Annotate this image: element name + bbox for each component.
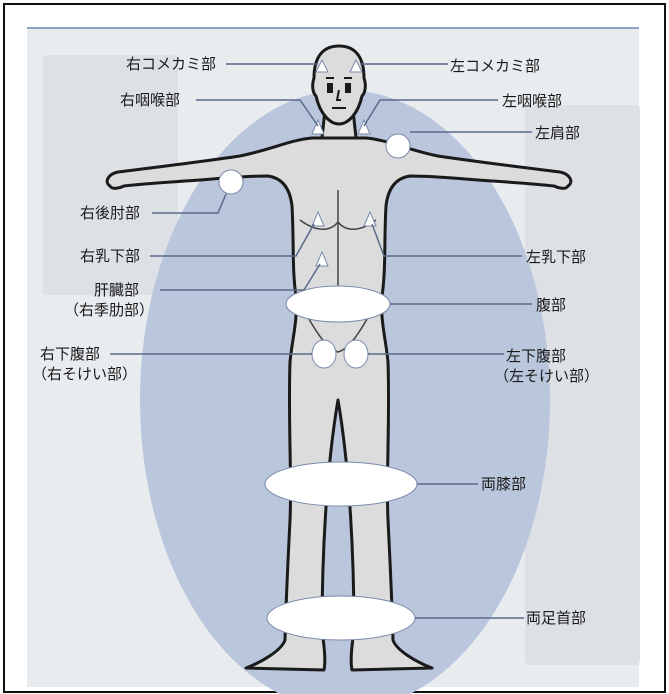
label-right-throat: 右咽喉部 [120, 90, 180, 110]
abdomen-marker [286, 286, 390, 322]
label-left-temple: 左コメカミ部 [450, 56, 540, 76]
label-abdomen: 腹部 [536, 295, 566, 315]
left-eye [346, 84, 350, 92]
label-right-lower-abdomen: 右下腹部 （右そけい部） [40, 344, 137, 384]
label-left-throat: 左咽喉部 [502, 91, 562, 111]
label-right-under-breast: 右乳下部 [80, 246, 140, 266]
right-lower-abdomen-marker [312, 340, 336, 368]
label-left-shoulder: 左肩部 [535, 123, 580, 143]
label-liver-main: 肝臓部 [94, 280, 154, 300]
label-left-lower-abdomen-sub: （左そけい部） [494, 366, 599, 386]
label-liver: 肝臓部 （右季肋部） [94, 280, 154, 320]
right-eye [328, 84, 332, 92]
label-right-lower-abdomen-main: 右下腹部 [40, 344, 137, 364]
label-right-lower-abdomen-sub: （右そけい部） [32, 364, 137, 384]
right-elbow-marker [219, 170, 243, 194]
label-right-temple: 右コメカミ部 [126, 54, 216, 74]
knees-marker [265, 462, 417, 506]
left-lower-abdomen-marker [344, 340, 368, 368]
ankles-marker [267, 596, 415, 640]
left-shoulder-marker [386, 134, 410, 158]
label-left-lower-abdomen-main: 左下腹部 [506, 346, 599, 366]
label-left-lower-abdomen: 左下腹部 （左そけい部） [506, 346, 599, 386]
label-both-ankles: 両足首部 [526, 608, 586, 628]
label-left-under-breast: 左乳下部 [526, 247, 586, 267]
label-both-knees: 両膝部 [481, 474, 526, 494]
label-liver-sub: （右季肋部） [64, 300, 154, 320]
label-right-back-elbow: 右後肘部 [80, 203, 140, 223]
